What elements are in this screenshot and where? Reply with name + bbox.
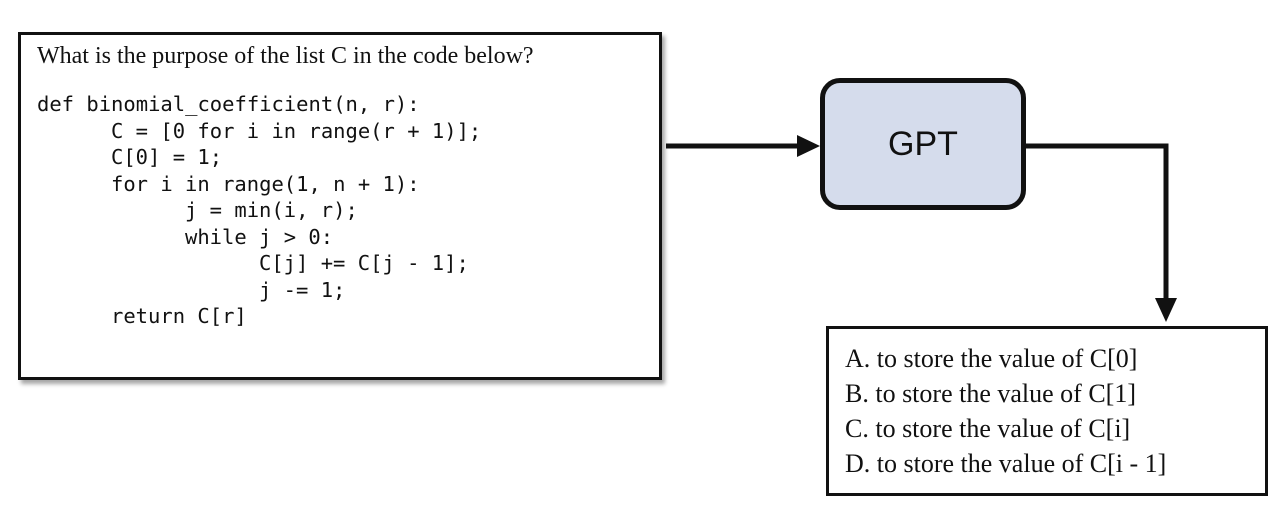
question-box: What is the purpose of the list C in the… (18, 32, 662, 380)
answer-option-c: C. to store the value of C[i] (845, 414, 1131, 443)
answer-option-b: B. to store the value of C[1] (845, 379, 1136, 408)
code-line: j = min(i, r); (185, 198, 358, 222)
question-text: What is the purpose of the list C in the… (37, 43, 534, 69)
code-line: j -= 1; (259, 277, 346, 302)
gpt-label: GPT (888, 124, 958, 163)
code-line: while j > 0: (185, 224, 334, 249)
code-block: def binomial_coefficient(n, r):C = [0 fo… (37, 91, 481, 330)
code-line: for i in range(1, n + 1): (111, 171, 420, 196)
answer-option-a: A. to store the value of C[0] (845, 344, 1138, 373)
code-line: C = [0 for i in range(r + 1)]; (111, 118, 482, 143)
answer-option-d: D. to store the value of C[i - 1] (845, 449, 1167, 478)
code-line: C[0] = 1; (111, 145, 223, 169)
code-line: def binomial_coefficient(n, r): (37, 92, 420, 116)
code-line: C[j] += C[j - 1]; (259, 251, 469, 275)
answer-options-box: A. to store the value of C[0] B. to stor… (826, 326, 1268, 496)
code-line: return C[r] (111, 304, 247, 328)
arrow-gpt-to-answers (1026, 143, 1177, 322)
arrow-question-to-gpt (666, 135, 820, 157)
gpt-model-box: GPT (820, 78, 1026, 210)
